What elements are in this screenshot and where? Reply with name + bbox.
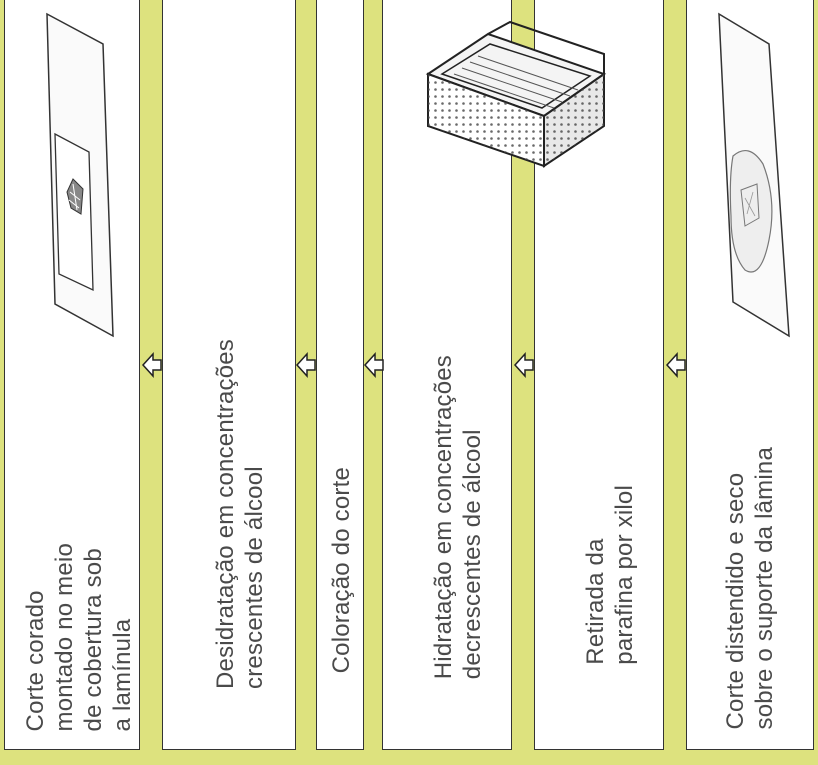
step-label-hydration: Hidratação em concentrações decrescentes…	[430, 354, 486, 679]
step-label-section: Corte distendido e seco sobre o suporte …	[722, 446, 778, 730]
step-label-mounted: Corte corado montado no meio de cobertur…	[22, 542, 136, 731]
staining-rack-icon	[425, 20, 607, 168]
arrow-left-icon	[363, 352, 384, 378]
arrow-left-icon	[141, 352, 162, 378]
step-label-paraffin: Retirada da parafina por xilol	[582, 485, 638, 665]
step-panel-section: Corte distendido e seco sobre o suporte …	[686, 0, 814, 750]
step-panel-staining: Coloração do corte	[316, 0, 364, 750]
step-label-staining: Coloração do corte	[328, 466, 355, 673]
step-label-dehydration: Desidratação em concentrações crescentes…	[212, 339, 268, 689]
step-panel-dehydration: Desidratação em concentrações crescentes…	[162, 0, 296, 750]
arrow-left-icon	[295, 352, 316, 378]
slide-icon	[718, 12, 790, 338]
arrow-left-icon	[513, 352, 534, 378]
slide-with-coverslip-icon	[46, 12, 114, 338]
arrow-left-icon	[665, 352, 686, 378]
step-panel-mounted: Corte corado montado no meio de cobertur…	[4, 0, 140, 750]
